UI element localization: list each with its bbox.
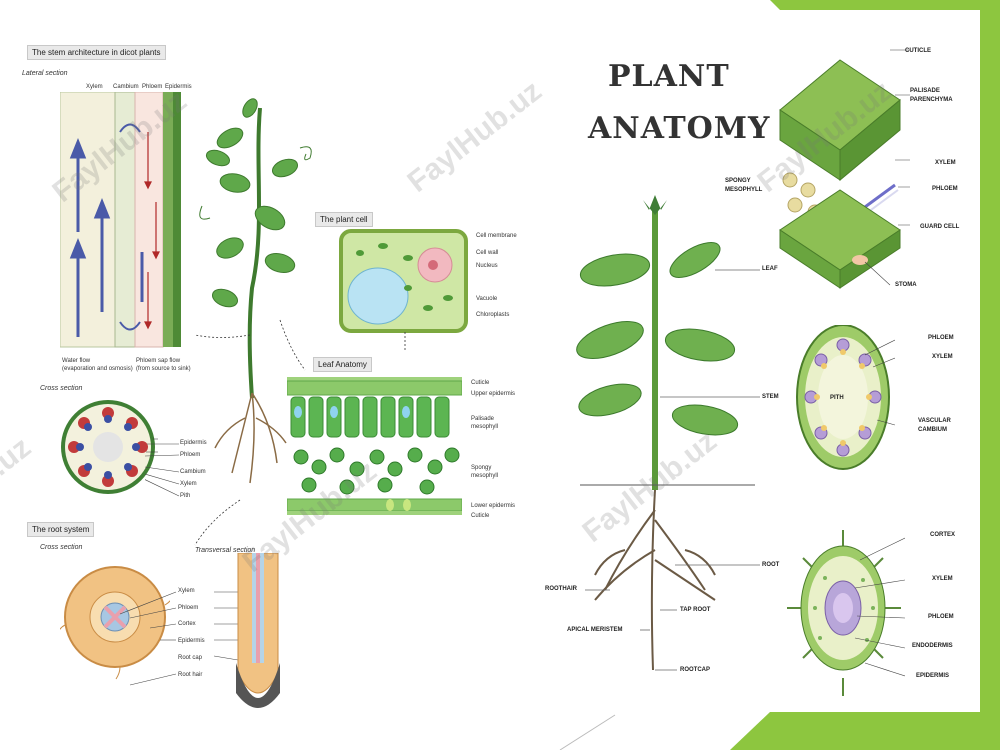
root-cortex-label: Cortex (178, 621, 196, 627)
root-transversal-diagram (236, 553, 280, 708)
root-cross-section (60, 566, 170, 680)
root-leader-lines (119, 591, 239, 686)
transversal-section-label: Transversal section (195, 547, 256, 554)
lateral-stem-diagram (60, 92, 181, 348)
leaf-anatomy-diagram (287, 377, 462, 515)
root-phloem-label: Phloem (178, 605, 199, 611)
root-cap-label: Root cap (178, 655, 203, 661)
vascular-cambium-label: VASCULAR (918, 418, 951, 424)
plant-anatomy-illustration (576, 195, 760, 671)
stem-cross-section-right (796, 325, 895, 470)
root-system-title: The root system (27, 522, 95, 537)
cortex-label: CORTEX (930, 532, 956, 538)
roothair-label: ROOTHAIR (545, 586, 577, 592)
root-xylem-right-label: XYLEM (932, 576, 953, 582)
water-flow-sub-label: (evaporation and osmosis) (62, 366, 133, 372)
nucleus-label: Nucleus (476, 263, 498, 269)
cs-leader-lines (145, 443, 180, 497)
cs-phloem-label: Phloem (180, 452, 201, 458)
leaf-xylem-label: XYLEM (935, 160, 956, 166)
connector-arrows (194, 319, 406, 546)
leaf-cuticle-top-label: Cuticle (471, 380, 490, 386)
stem-label: STEM (762, 394, 779, 400)
vacuole-label: Vacuole (476, 296, 498, 302)
plant-anatomy-title-line2: ANATOMY (588, 111, 771, 146)
root-cross-section-label: Cross section (40, 544, 83, 551)
root-label: ROOT (762, 562, 780, 568)
vascular-cambium-sub-label: CAMBIUM (918, 427, 947, 433)
root-phloem-right-label: PHLOEM (928, 614, 954, 620)
rootcap-label: ROOTCAP (680, 667, 710, 673)
endodermis-label: ENDODERMIS (912, 643, 953, 649)
plant-cell-diagram (339, 229, 468, 333)
chloroplasts-label: Chloroplasts (476, 312, 510, 318)
column-cambium-label: Cambium (113, 84, 139, 90)
phloem-sap-flow-sub-label: (from source to sink) (136, 366, 191, 372)
tap-root-label: TAP ROOT (680, 607, 711, 613)
cell-membrane-label: Cell membrane (476, 233, 517, 239)
lower-epidermis-label: Lower epidermis (471, 503, 516, 509)
spongy-mesophyll-sub-label: MESOPHYLL (725, 187, 763, 193)
epidermis-right-label: EPIDERMIS (916, 673, 950, 679)
palisade-parenchyma-sub-label: PARENCHYMA (910, 97, 953, 103)
cell-wall-label: Cell wall (476, 250, 499, 256)
lateral-section-label: Lateral section (22, 70, 68, 77)
plant-anatomy-title-line1: PLANT (608, 59, 730, 94)
upper-epidermis-label: Upper epidermis (471, 391, 516, 397)
cs-pith-label: Pith (180, 493, 191, 499)
pith-label: PITH (830, 395, 844, 401)
palisade-sub-label: mesophyll (471, 424, 499, 430)
leaf-cuticle-bottom-label: Cuticle (471, 513, 490, 519)
cs-xylem-label: Xylem (180, 481, 197, 487)
column-xylem-label: Xylem (86, 84, 103, 90)
leaf-block-diagram (779, 49, 910, 289)
cuticle-label: CUTICLE (905, 48, 931, 54)
spongy-sub-label: mesophyll (471, 473, 499, 479)
stoma-label: STOMA (895, 282, 917, 288)
cs-epidermis-label: Epidermis (180, 440, 207, 446)
leaf-label: LEAF (762, 266, 778, 272)
stem-phloem-label: PHLOEM (928, 335, 954, 341)
stem-cross-section (61, 400, 158, 494)
water-flow-label: Water flow (62, 358, 91, 364)
spongy-mesophyll-label: SPONGY (725, 178, 751, 184)
root-xylem-label: Xylem (178, 588, 195, 594)
column-phloem-label: Phloem (142, 84, 163, 90)
leaf-anatomy-title: Leaf Anatomy (313, 357, 372, 372)
spongy-label: Spongy (471, 465, 492, 471)
root-cross-section-right (787, 530, 905, 696)
plant-illustration (199, 98, 312, 484)
root-hair-label: Root hair (178, 672, 203, 678)
phloem-sap-flow-label: Phloem sap flow (136, 358, 181, 364)
apical-meristem-label: APICAL MERISTEM (567, 627, 623, 633)
stem-architecture-title: The stem architecture in dicot plants (27, 45, 166, 60)
root-epidermis-label: Epidermis (178, 638, 205, 644)
stem-xylem-label: XYLEM (932, 354, 953, 360)
cross-section-label: Cross section (40, 385, 83, 392)
guard-cell-label: GUARD CELL (920, 224, 960, 230)
palisade-label: Palisade (471, 416, 495, 422)
leaf-phloem-label: PHLOEM (932, 186, 958, 192)
palisade-parenchyma-label: PALISADE (910, 88, 940, 94)
column-epidermis-label: Epidermis (165, 84, 192, 90)
cs-cambium-label: Cambium (180, 469, 206, 475)
plant-cell-title: The plant cell (315, 212, 373, 227)
